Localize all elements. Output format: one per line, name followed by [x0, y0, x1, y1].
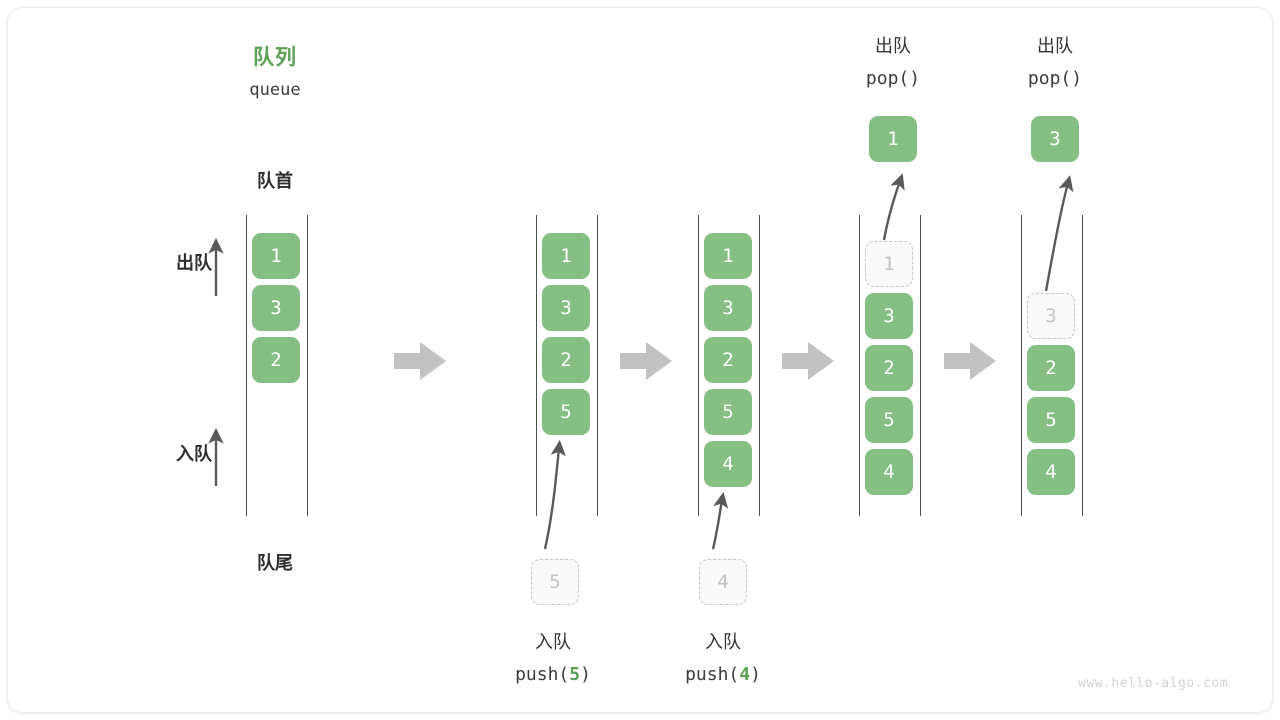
push-op-fn: push(	[685, 664, 740, 685]
queue-cell: 2	[704, 337, 752, 383]
queue-cell: 5	[865, 397, 913, 443]
transition-arrow-3	[782, 342, 834, 380]
queue-cell: 2	[542, 337, 590, 383]
push-op-code: push(4)	[648, 664, 798, 685]
queue-rail-right	[759, 215, 760, 516]
queue-cell: 2	[1027, 345, 1075, 391]
pop-3-arrow	[1044, 175, 1074, 292]
queue-rail-left	[859, 215, 860, 516]
queue-cell: 3	[252, 285, 300, 331]
enqueue-side-label: 入队	[176, 444, 212, 464]
popped-cell: 3	[1031, 116, 1079, 162]
transition-arrow-2	[620, 342, 672, 380]
queue-cell: 3	[865, 293, 913, 339]
incoming-ghost-cell: 4	[699, 559, 747, 605]
push-4-arrow	[711, 491, 729, 550]
queue-cell: 1	[704, 233, 752, 279]
push-op-arg: 4	[739, 664, 751, 685]
queue-cell: 2	[252, 337, 300, 383]
queue-rail-left	[246, 215, 247, 516]
queue-cell: 5	[1027, 397, 1075, 443]
queue-cell: 4	[1027, 449, 1075, 495]
pop-op-label-cn: 出队	[1037, 36, 1073, 56]
transition-arrow-4	[944, 342, 996, 380]
queue-cell: 3	[542, 285, 590, 331]
queue-rail-right	[597, 215, 598, 516]
queue-head-label: 队首	[257, 171, 293, 191]
queue-cell: 2	[865, 345, 913, 391]
push-op-label-cn: 入队	[535, 632, 571, 652]
queue-rail-right	[1082, 215, 1083, 516]
watermark: www.hello-algo.com	[1078, 676, 1228, 691]
dequeue-side-label: 出队	[176, 253, 212, 273]
pop-op-label-cn: 出队	[875, 36, 911, 56]
push-5-arrow	[543, 439, 566, 550]
queue-cell: 1	[542, 233, 590, 279]
queue-rail-right	[307, 215, 308, 516]
push-op-close: )	[580, 664, 591, 685]
push-op-label-cn: 入队	[705, 632, 741, 652]
queue-tail-label: 队尾	[257, 553, 293, 573]
push-op-code: push(5)	[478, 664, 628, 685]
queue-cell: 1	[252, 233, 300, 279]
queue-cell: 4	[704, 441, 752, 487]
queue-cell: 5	[542, 389, 590, 435]
push-op-fn: push(	[515, 664, 570, 685]
popped-ghost-cell: 1	[865, 241, 913, 287]
queue-rail-left	[1021, 215, 1022, 516]
queue-rail-left	[698, 215, 699, 516]
queue-title-cn: 队列	[253, 46, 297, 69]
popped-ghost-cell: 3	[1027, 293, 1075, 339]
pop-op-code: pop()	[865, 68, 921, 89]
push-op-close: )	[750, 664, 761, 685]
queue-rail-right	[920, 215, 921, 516]
diagram-canvas: 队列 queue 队首 队尾 出队 入队 1 3 2 1 3 2 5 5 入队 …	[8, 8, 1272, 712]
push-op-arg: 5	[569, 664, 581, 685]
queue-cell: 5	[704, 389, 752, 435]
incoming-ghost-cell: 5	[531, 559, 579, 605]
queue-cell: 3	[704, 285, 752, 331]
pop-op-code: pop()	[1027, 68, 1083, 89]
popped-cell: 1	[869, 116, 917, 162]
queue-rail-left	[536, 215, 537, 516]
queue-title-en: queue	[249, 80, 301, 100]
transition-arrow-1	[394, 342, 446, 380]
pop-1-arrow	[882, 173, 905, 241]
queue-cell: 4	[865, 449, 913, 495]
